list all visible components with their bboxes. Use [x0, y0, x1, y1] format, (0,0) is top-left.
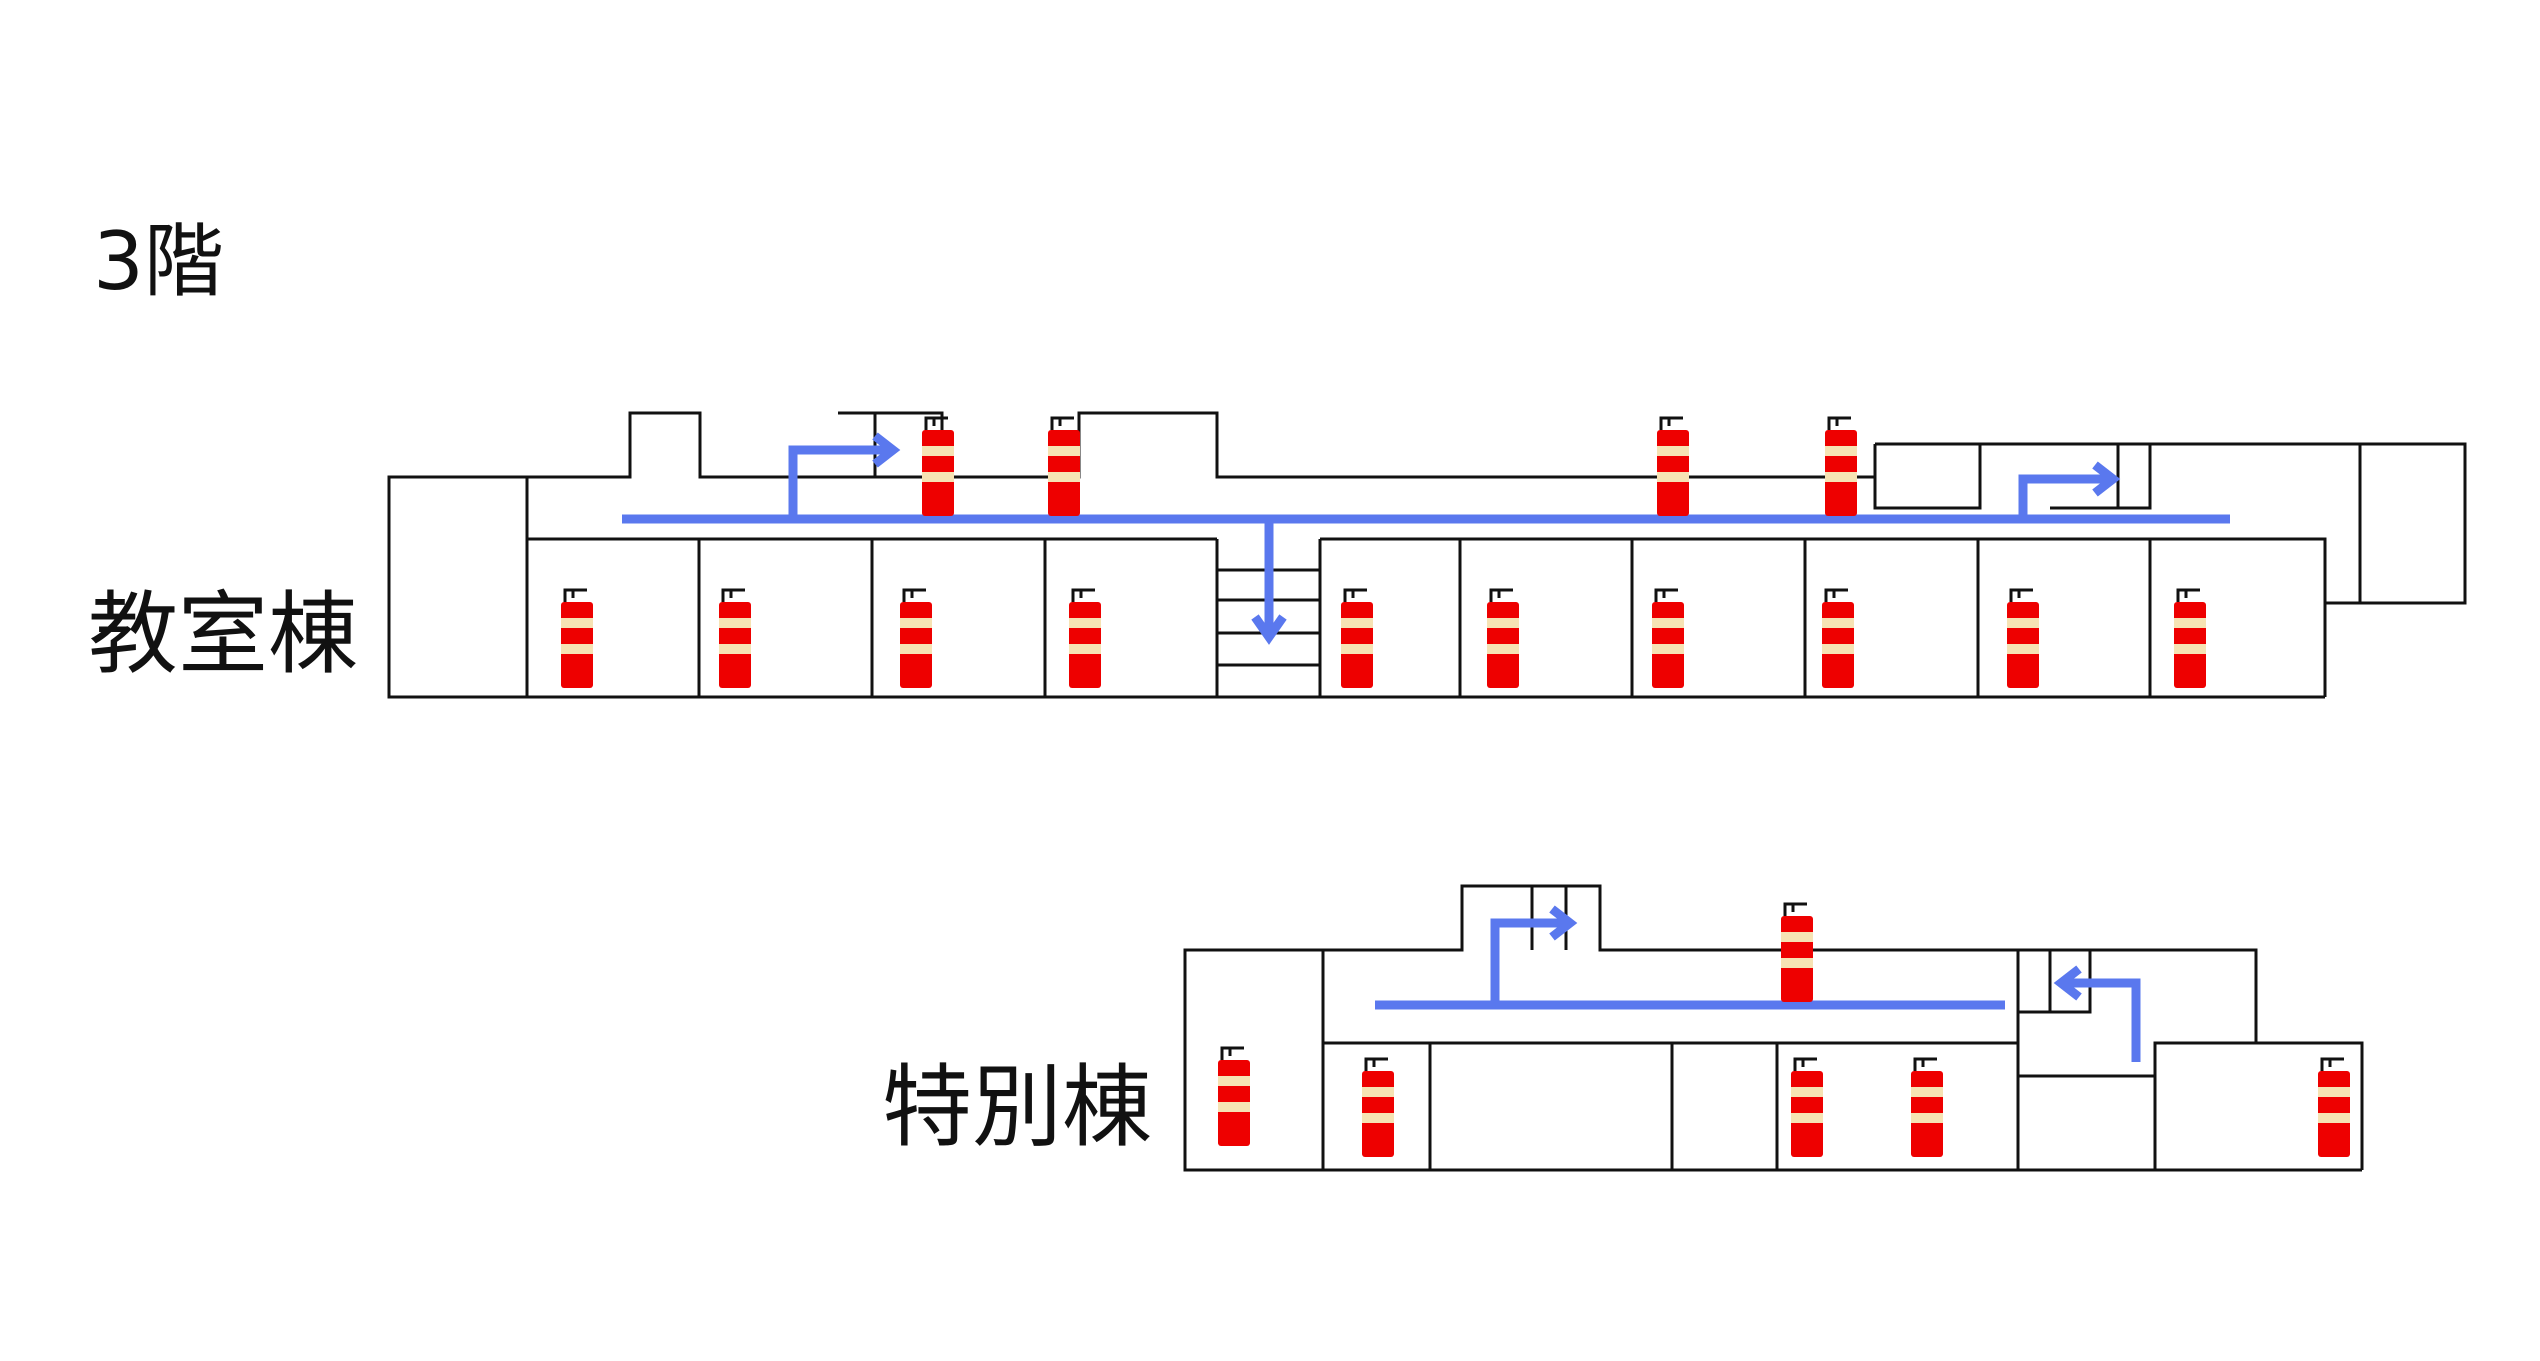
fire-extinguisher-icon [1360, 1057, 1396, 1159]
special-corridor-south-wall [1323, 1041, 2364, 1170]
fire-extinguisher-icon [1789, 1057, 1825, 1159]
arrow-icon [2053, 965, 2082, 1001]
arrow-icon [1549, 905, 1578, 941]
special-room-dividers [1321, 950, 2157, 1170]
classroom-building [387, 411, 2467, 699]
classroom-dividers-east [1318, 539, 2152, 697]
fire-extinguisher-icon [717, 588, 753, 690]
route-special-east-exit [2065, 978, 2141, 1062]
special-east-room [2155, 948, 2258, 1043]
classroom-dividers-west [525, 539, 1219, 697]
fire-extinguisher-icon [1650, 588, 1686, 690]
fire-extinguisher-icon [1820, 588, 1856, 690]
fire-extinguisher-icon [2316, 1057, 2352, 1159]
fire-extinguisher-icon [2172, 588, 2208, 690]
fire-extinguisher-icon [2005, 588, 2041, 690]
arrow-icon [1251, 614, 1287, 645]
arrow-icon [2092, 461, 2121, 497]
fire-extinguisher-icon [898, 588, 934, 690]
floor-label: 3階 [93, 215, 224, 308]
fire-extinguisher-icon [920, 416, 956, 518]
room-west [387, 475, 529, 699]
special-building [1183, 884, 2364, 1172]
route-east-exit [2018, 474, 2109, 519]
special-stair-east [2018, 950, 2092, 1014]
corridor-north-wall [527, 411, 1875, 479]
fire-extinguisher-icon [559, 588, 595, 690]
fire-extinguisher-icon [1909, 1057, 1945, 1159]
fire-extinguisher-icon [1046, 416, 1082, 518]
fire-extinguisher-icon [1485, 588, 1521, 690]
east-wing [1875, 442, 2467, 605]
route-special-west-exit [1490, 918, 1566, 1005]
fire-extinguisher-icon [1216, 1046, 1252, 1148]
evacuation-routes [622, 432, 2230, 1062]
fire-extinguisher-icon [1655, 416, 1691, 518]
corridor-south-wall-east [1320, 537, 2327, 697]
special-room-west [1183, 948, 1325, 1172]
classroom-building-label: 教室棟 [88, 582, 358, 687]
fire-extinguisher-icon [1779, 902, 1815, 1004]
east-stair [2050, 444, 2152, 510]
east-room-a [1873, 444, 1982, 510]
fire-extinguisher-icon [1067, 588, 1103, 690]
route-west-exit [788, 445, 889, 519]
arrow-icon [872, 432, 901, 468]
fire-extinguisher-icon [1823, 416, 1859, 518]
special-building-label: 特別棟 [882, 1055, 1152, 1160]
fire-extinguisher-icon [1339, 588, 1375, 690]
extinguishers [559, 416, 2352, 1159]
